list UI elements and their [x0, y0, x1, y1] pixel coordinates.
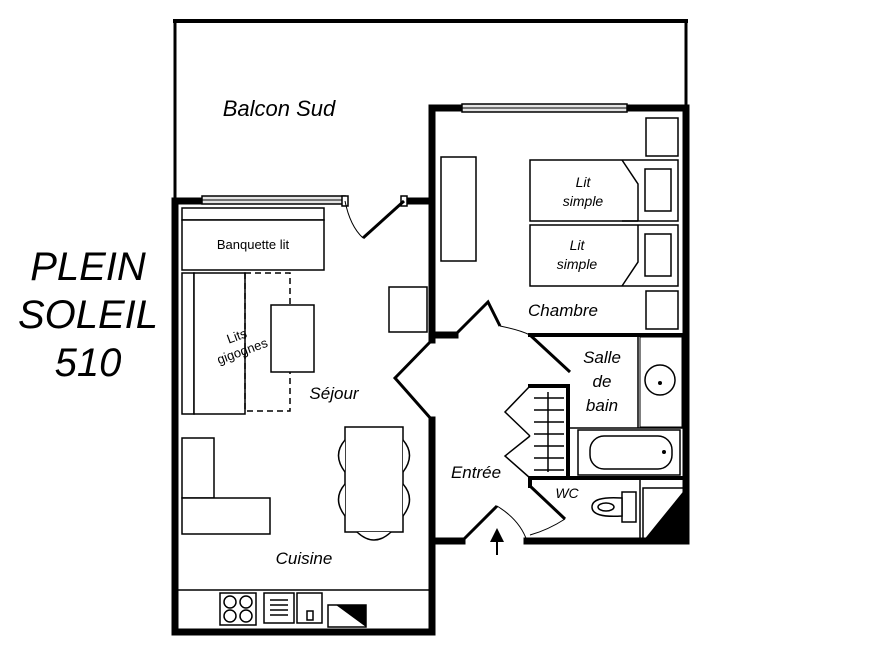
nightstand-top: [645, 117, 679, 157]
bed-2-label-2: simple: [557, 256, 598, 272]
dining-table: [337, 426, 411, 541]
room-sejour-label: Séjour: [309, 384, 359, 403]
exterior-walls: [171, 104, 690, 636]
lits-gigognes-label-1: Lits: [225, 325, 250, 346]
room-sdb-label-3: bain: [586, 396, 618, 415]
room-sdb-label-2: de: [593, 372, 612, 391]
lits-gigognes: Lits gigognes: [181, 272, 315, 415]
bed-2-label-1: Lit: [570, 237, 586, 253]
doors: [341, 195, 567, 543]
interior-walls: [428, 331, 688, 541]
room-labels: Balcon Sud Séjour Cuisine Chambre Salle …: [223, 96, 621, 568]
cooktop-icon: [219, 592, 257, 626]
kitchen-worktop: [178, 589, 430, 628]
residence-title: PLEIN SOLEIL 510: [18, 245, 158, 385]
windows: [201, 103, 628, 205]
room-chambre-label: Chambre: [528, 301, 598, 320]
title-line-3: 510: [55, 341, 122, 385]
bed-1-label-1: Lit: [576, 174, 592, 190]
side-table: [388, 286, 428, 333]
closet: [534, 392, 564, 472]
room-sdb-label-1: Salle: [583, 348, 621, 367]
bed-2: Lit simple: [529, 224, 679, 287]
room-cuisine-label: Cuisine: [276, 549, 333, 568]
oven-icon: [263, 592, 295, 624]
title-line-2: SOLEIL: [18, 293, 158, 337]
room-entree-label: Entrée: [451, 463, 501, 482]
banquette-label: Banquette lit: [217, 237, 290, 252]
toilet-icon: [591, 491, 637, 523]
nightstand-bottom: [645, 290, 679, 330]
bathtub-icon: [577, 429, 681, 476]
balcony: [173, 19, 688, 200]
sink-icon: [639, 336, 683, 428]
kitchen-counter: [181, 437, 271, 535]
wardrobe: [440, 156, 477, 262]
shaft-kitchen-icon: [327, 604, 367, 628]
bed-1-label-2: simple: [563, 193, 604, 209]
bed-1: Lit simple: [529, 159, 679, 222]
technical-shaft: [643, 488, 686, 541]
title-line-1: PLEIN: [30, 245, 146, 289]
room-balcon-label: Balcon Sud: [223, 96, 336, 121]
entrance-arrow-icon: [490, 528, 504, 555]
room-wc-label: WC: [555, 485, 579, 501]
banquette-lit: Banquette lit: [181, 207, 325, 271]
fridge-icon: [296, 592, 323, 624]
